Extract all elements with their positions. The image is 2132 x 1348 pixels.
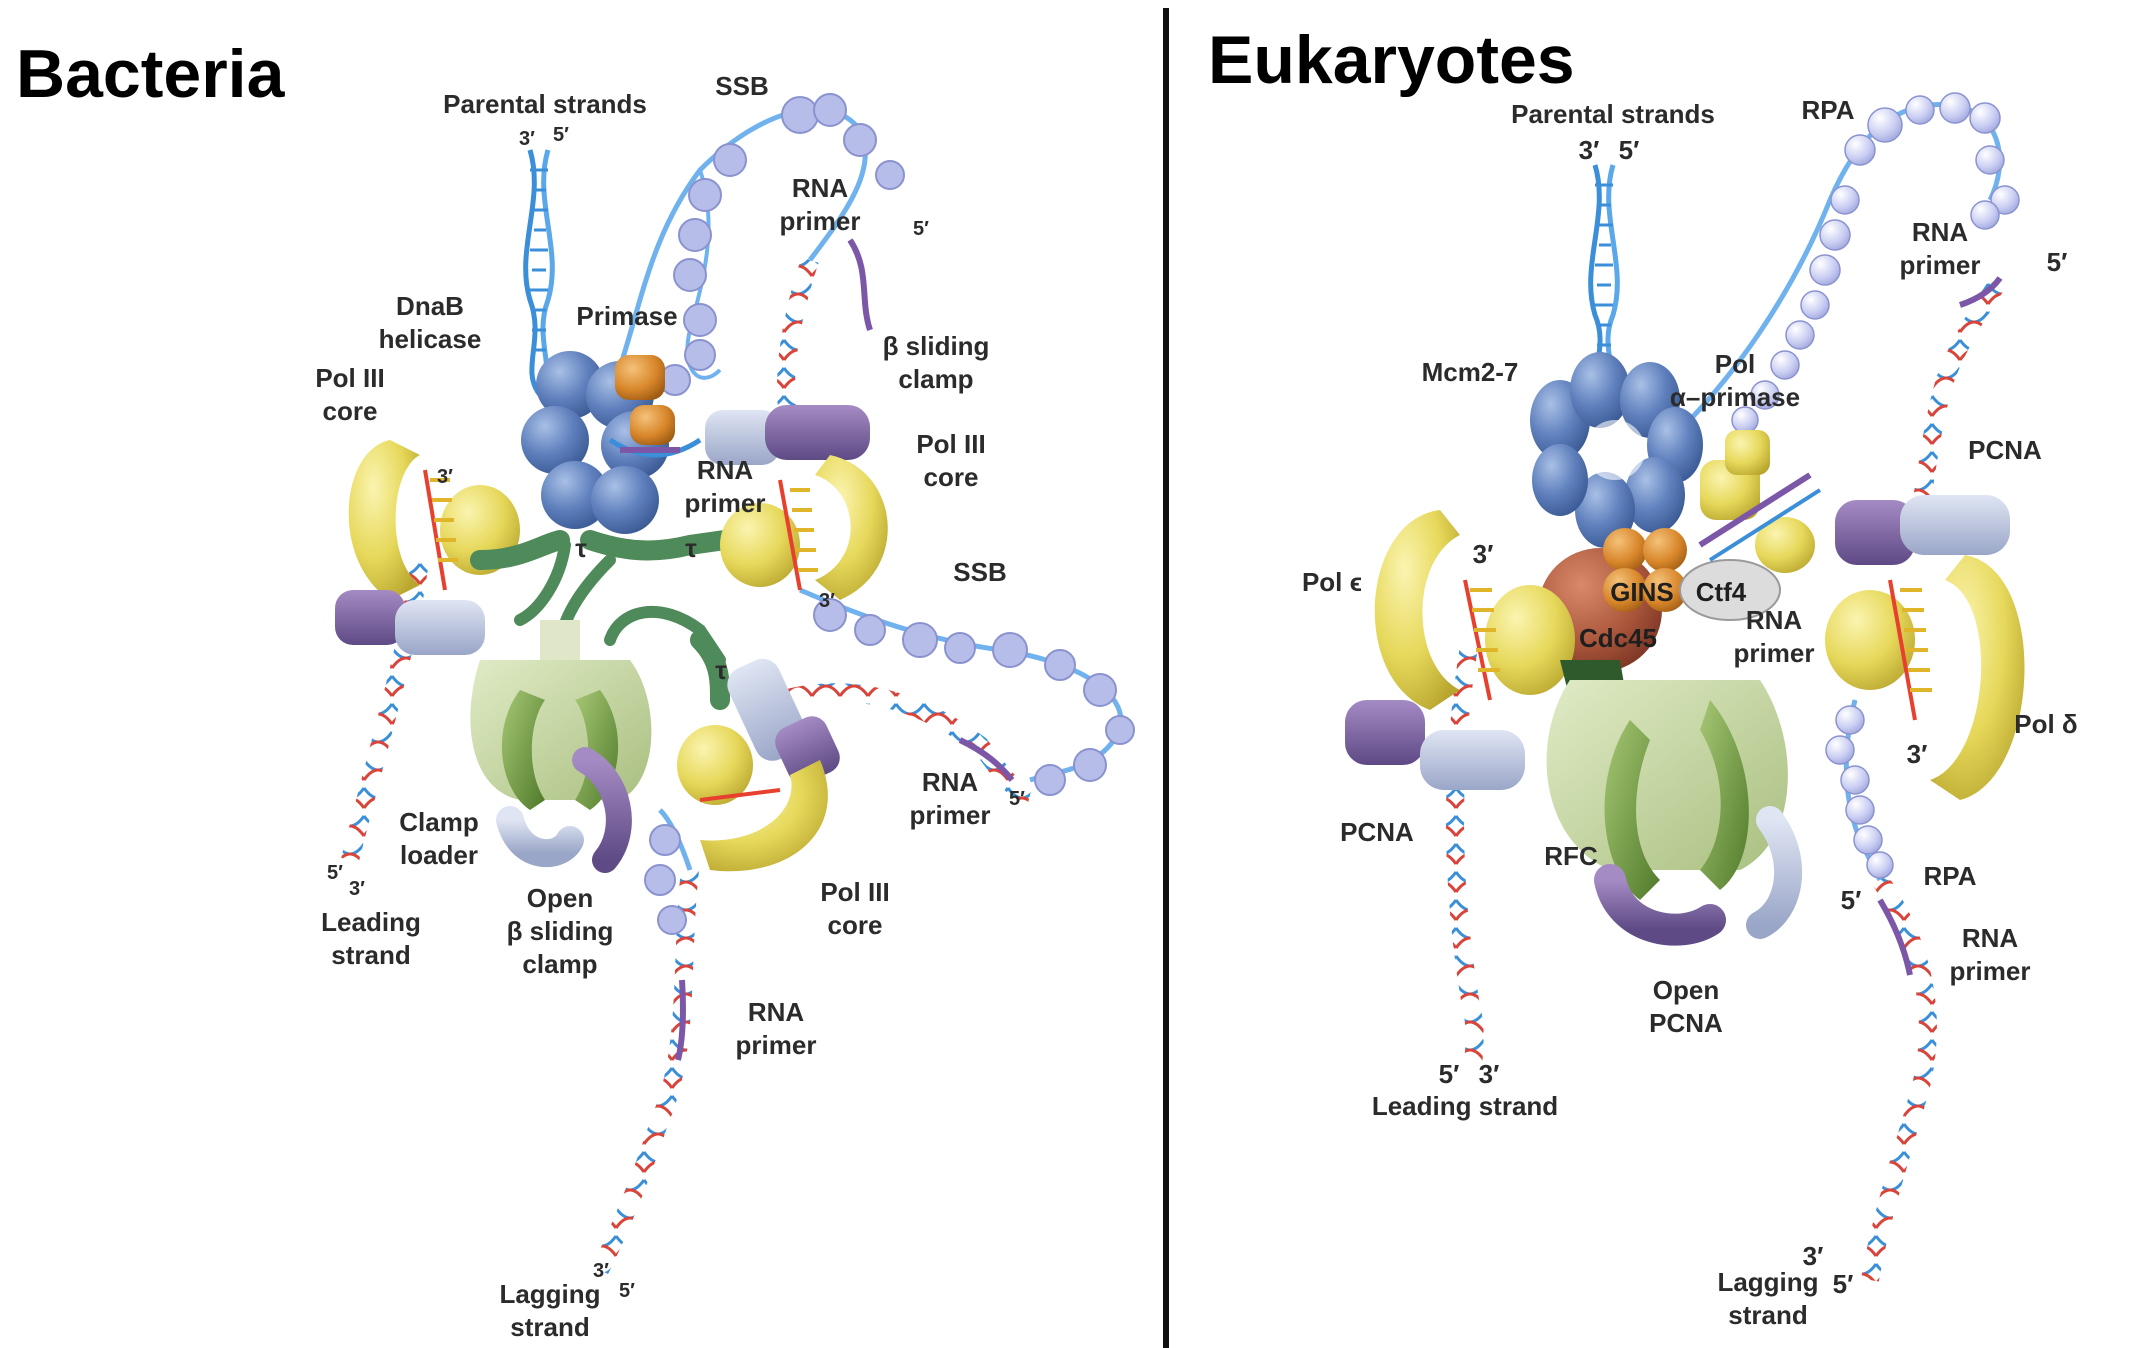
bacteria-label-rna-primer-top: RNA primer [779, 173, 861, 236]
bacteria-label-parental-5: 5′ [553, 124, 569, 146]
bacteria-pol3-core-bottom [677, 658, 840, 872]
bacteria-label-open-beta-sliding-clamp: Open β sliding clamp [506, 883, 614, 979]
bacteria-right-ssb [777, 587, 1135, 804]
bacteria-label-lagging-end-3: 3′ [593, 1260, 609, 1282]
eukaryotes-pcna-right [1835, 495, 2010, 565]
bacteria-label-ssb-right: SSB [953, 557, 1007, 587]
bacteria-label-pol3-core-left: Pol III core [315, 363, 385, 426]
bacteria-label-tau-1: τ [575, 533, 587, 563]
bacteria-label-leading-strand: Leading strand [321, 907, 421, 970]
bacteria-label-clamp-loader: Clamp loader [399, 807, 479, 870]
bacteria-label-rna-primer-top-5: 5′ [913, 218, 929, 240]
eukaryotes-label-parental-strands: Parental strands [1511, 99, 1715, 129]
eukaryotes-pcna-left [1345, 700, 1525, 790]
eukaryotes-label-pcna-right: PCNA [1968, 435, 2042, 465]
eukaryotes-label-parental-5: 5′ [1618, 135, 1640, 165]
eukaryotes-label-pol-alpha-primase: Pol α–primase [1669, 349, 1801, 412]
eukaryotes-label-pcna-left: PCNA [1340, 817, 1414, 847]
eukaryotes-label-rna-primer-top-5: 5′ [2046, 247, 2068, 277]
eukaryotes-label-lagging-end-5: 5′ [1832, 1269, 1854, 1299]
bacteria-label-lagging-end-5: 5′ [619, 1280, 635, 1302]
eukaryotes-artwork [1345, 92, 2025, 1282]
eukaryotes-label-pol-delta-3: 3′ [1906, 739, 1928, 769]
eukaryotes-lagging-strand-dna [1825, 699, 1937, 1282]
bacteria-open-beta-clamp [496, 747, 632, 873]
bacteria-label-beta-sliding-clamp: β sliding clamp [882, 331, 990, 394]
eukaryotes-label-mcm: Mcm2-7 [1421, 357, 1519, 387]
eukaryotes-pol-delta [1825, 555, 2025, 800]
bacteria-label-dnab-helicase: DnaB helicase [378, 291, 482, 354]
bacteria-label-leading-end-3: 3′ [349, 878, 365, 900]
eukaryotes-label-gins: GINS [1610, 577, 1674, 607]
eukaryotes-label-parental-3: 3′ [1578, 135, 1600, 165]
panel-title-eukaryotes: Eukaryotes [1208, 22, 1575, 98]
eukaryotes-ctf4 [1679, 559, 1781, 621]
eukaryotes-label-open-pcna: Open PCNA [1649, 975, 1723, 1038]
bacteria-lagging-loop-ssb [597, 93, 905, 432]
eukaryotes-label-pol-epsilon: Pol ϵ [1301, 567, 1363, 597]
panel-title-bacteria: Bacteria [16, 36, 285, 112]
bacteria-label-pol-right-3-prime: 3′ [819, 590, 835, 612]
eukaryotes-label-leading-end-3: 3′ [1478, 1059, 1500, 1089]
eukaryotes-label-lagging-end-3: 3′ [1802, 1241, 1824, 1271]
eukaryotes-mcm2-7 [1530, 352, 1703, 548]
eukaryotes-pol-epsilon [1374, 510, 1575, 710]
bacteria-label-tau-2: τ [685, 533, 697, 563]
eukaryotes-label-rna-primer-bottom: RNA primer [1949, 923, 2031, 986]
bacteria-label-rna-primer-right-5: 5′ [1009, 788, 1025, 810]
bacteria-leading-strand-dna [341, 558, 429, 863]
eukaryotes-label-cdc45: Cdc45 [1578, 623, 1658, 653]
eukaryotes-label-leading-end-5: 5′ [1438, 1059, 1460, 1089]
eukaryotes-label-rpa-bottom: RPA [1923, 861, 1977, 891]
eukaryotes-label-rna-primer-center: RNA primer [1733, 605, 1815, 668]
bacteria-label-leading-end-5: 5′ [327, 862, 343, 884]
eukaryotes-label-lagging-strand: Lagging strand [1717, 1267, 1819, 1330]
bacteria-pol3-core-right [720, 455, 888, 600]
bacteria-pol3-core-left [348, 440, 520, 600]
bacteria-beta-clamp-left [335, 590, 485, 655]
bacteria-label-pol3-core-bottom: Pol III core [820, 877, 890, 940]
bacteria-label-tau-3: τ [715, 655, 727, 685]
bacteria-label-primase: Primase [576, 301, 678, 331]
eukaryotes-label-leading-strand: Leading strand [1371, 1091, 1559, 1121]
bacteria-primase [608, 355, 702, 458]
eukaryotes-label-rna-primer-top: RNA primer [1899, 217, 1981, 280]
eukaryotes-label-rfc: RFC [1544, 841, 1598, 871]
bacteria-label-parental-strands: Parental strands [443, 89, 647, 119]
eukaryotes-pol-alpha-primase [1698, 430, 1822, 573]
bacteria-artwork [335, 93, 1135, 1275]
bacteria-label-pol3-core-right: Pol III core [916, 429, 986, 492]
eukaryotes-gins [1603, 528, 1687, 612]
bacteria-clamp-loader [470, 620, 652, 810]
bacteria-label-leading-3-prime: 3′ [437, 466, 453, 488]
bacteria-label-ssb-top: SSB [715, 71, 769, 101]
eukaryotes-label-rpa-bottom-5: 5′ [1840, 885, 1862, 915]
bacteria-beta-clamp-right [705, 405, 870, 465]
bacteria-label-parental-3: 3′ [519, 128, 535, 150]
eukaryotes-label-ctf4: Ctf4 [1695, 577, 1747, 607]
bacteria-parental-dna [523, 149, 555, 397]
bacteria-label-rna-primer-bottom: RNA primer [735, 997, 817, 1060]
bacteria-lagging-strand-dna [591, 808, 699, 1275]
bacteria-label-rna-primer-right: RNA primer [909, 767, 991, 830]
bacteria-label-lagging-strand: Lagging strand [499, 1279, 601, 1342]
eukaryotes-open-pcna [1594, 806, 1803, 946]
bacteria-label-rna-primer-center: RNA primer [684, 455, 766, 518]
eukaryotes-rfc [1546, 660, 1788, 900]
eukaryotes-label-pol-epsilon-3: 3′ [1472, 539, 1494, 569]
eukaryotes-label-rpa-top: RPA [1801, 95, 1855, 125]
eukaryotes-label-pol-delta: Pol δ [2014, 709, 2078, 739]
eukaryotes-leading-strand-dna [1446, 638, 1484, 1075]
